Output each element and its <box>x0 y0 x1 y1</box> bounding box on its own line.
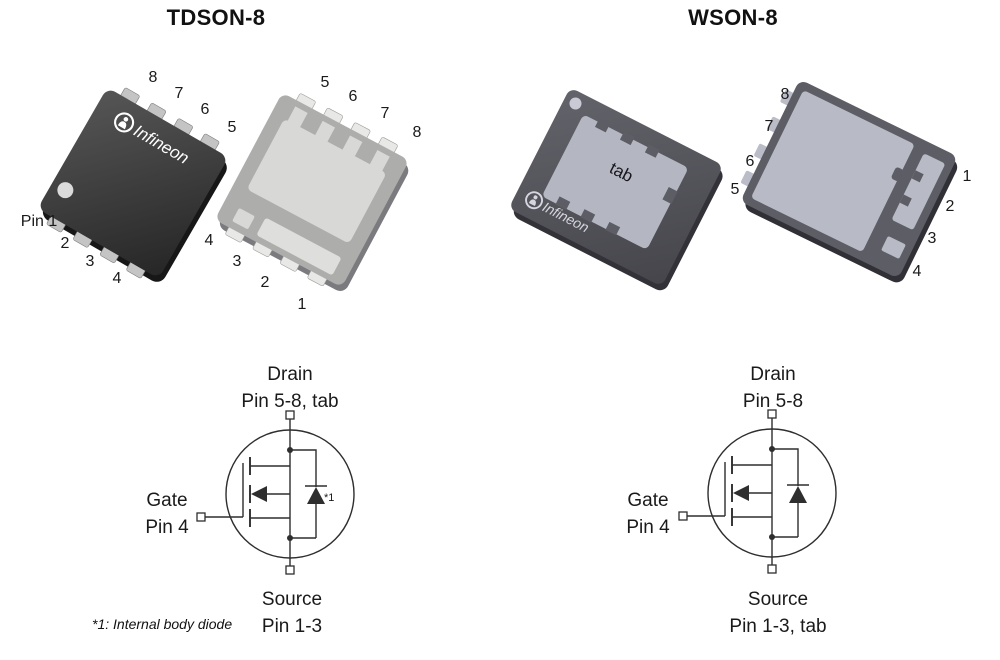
pin-label: 8 <box>413 124 422 141</box>
pin-label: 7 <box>765 118 774 135</box>
source-node-dot <box>769 534 775 540</box>
gate-pins: Pin 4 <box>626 517 670 538</box>
pin-label: 5 <box>731 181 740 198</box>
pin1-marker-dot <box>57 182 74 199</box>
gate-label-tdson: Gate Pin 4 <box>117 487 217 541</box>
pin-label: 4 <box>113 270 122 287</box>
drain-node-dot <box>287 447 293 453</box>
drain-pad-tab <box>248 106 390 242</box>
infineon-logo-icon <box>114 112 135 133</box>
drain-terminal <box>285 410 295 420</box>
wson8-bottom-body-group <box>741 82 958 283</box>
tdson8-body-group: Infineon <box>40 87 227 282</box>
pin1-marker-dot <box>569 97 582 110</box>
gate-electrode <box>205 463 244 518</box>
gate-electrode <box>687 462 726 517</box>
source-label-wson: Source Pin 1-3, tab <box>678 586 878 640</box>
pin-label: 5 <box>228 119 237 136</box>
source-pins: Pin 1-3 <box>261 616 323 637</box>
source-terminal <box>285 565 295 575</box>
source-pins: Pin 1-3, tab <box>729 616 827 637</box>
wson8-body-group: tab Infineon <box>511 90 723 291</box>
wson8-package-bottom-view: 8 7 6 5 1 2 3 4 <box>731 82 972 283</box>
pin-label: 8 <box>149 69 158 86</box>
diode-footnote-marker: *1 <box>324 492 334 504</box>
tdson8-package-top-view: Infineon 8 7 6 5 Pin 1 2 3 4 <box>21 69 237 287</box>
pin-label: 4 <box>913 263 922 280</box>
package-face-pad <box>752 91 914 251</box>
channel-connections <box>250 465 290 519</box>
drain-pins: Pin 5-8 <box>742 391 804 412</box>
pin-label: Pin 1 <box>21 213 58 230</box>
body-arrow <box>733 485 749 501</box>
package-body <box>40 90 226 276</box>
pin-label: 8 <box>781 86 790 103</box>
pad-notches <box>899 170 924 207</box>
channel-connections <box>732 464 772 518</box>
drain-node-dot <box>769 446 775 452</box>
pin-label: 1 <box>963 168 972 185</box>
tab-castellations <box>555 118 678 236</box>
pin-label: 6 <box>746 153 755 170</box>
source-pad-bar <box>892 154 945 230</box>
drain-pins: Pin 5-8, tab <box>241 391 339 412</box>
gate-name: Gate <box>627 490 669 511</box>
pin-label: 4 <box>205 232 214 249</box>
pin-label: 3 <box>928 230 937 247</box>
tdson8-package-bottom-view: 5 6 7 8 4 3 2 1 <box>205 74 422 313</box>
pin-number-labels: 5 6 7 8 4 3 2 1 <box>205 74 422 313</box>
source-label-tdson: Source Pin 1-3 <box>192 586 392 640</box>
pin-label: 2 <box>946 198 955 215</box>
drain-terminal <box>767 409 777 419</box>
drain-label-tdson: Drain Pin 5-8, tab <box>190 361 390 415</box>
drain-label-wson: Drain Pin 5-8 <box>673 361 873 415</box>
pin-number-labels: 8 7 6 5 Pin 1 2 3 4 <box>21 69 237 287</box>
tdson8-bottom-body-group <box>217 93 409 291</box>
source-node-dot <box>287 535 293 541</box>
gate-name: Gate <box>146 490 188 511</box>
mosfet-symbol-wson <box>678 409 837 574</box>
body-diode-branch <box>772 448 799 538</box>
pin-label: 2 <box>61 235 70 252</box>
face-notch <box>891 167 904 182</box>
source-terminal <box>767 564 777 574</box>
source-name: Source <box>261 589 323 610</box>
gate-pad <box>232 208 255 229</box>
pin-label: 3 <box>86 253 95 270</box>
pin-label: 6 <box>201 101 210 118</box>
source-pad-bar <box>257 218 341 275</box>
pin-number-labels: 8 7 6 5 1 2 3 4 <box>731 86 972 280</box>
source-name: Source <box>747 589 809 610</box>
gate-pins: Pin 4 <box>145 517 189 538</box>
drain-name: Drain <box>267 364 313 385</box>
wson8-package-top-view: tab Infineon <box>511 90 723 291</box>
mosfet-symbol-tdson: *1 <box>196 410 355 575</box>
pin-label: 7 <box>381 105 390 122</box>
title-wson8: WSON-8 <box>688 5 778 30</box>
gate-terminal <box>678 511 688 521</box>
pin-label: 3 <box>233 253 242 270</box>
gate-label-wson: Gate Pin 4 <box>598 487 698 541</box>
body-arrow <box>251 486 267 502</box>
diode-triangle <box>789 486 807 503</box>
pin-label: 6 <box>349 88 358 105</box>
package-pins <box>46 87 220 279</box>
gate-terminal <box>196 512 206 522</box>
body-diode-branch <box>290 449 317 539</box>
footnote-body-diode: *1: Internal body diode <box>92 616 233 632</box>
title-tdson8: TDSON-8 <box>166 5 266 30</box>
pin-label: 5 <box>321 74 330 91</box>
drain-name: Drain <box>750 364 796 385</box>
gate-pad <box>881 236 906 259</box>
pin-label: 1 <box>298 296 307 313</box>
diode-triangle <box>307 487 325 504</box>
infineon-logo-icon <box>525 191 544 210</box>
pin-label: 2 <box>261 274 270 291</box>
pin-label: 7 <box>175 85 184 102</box>
